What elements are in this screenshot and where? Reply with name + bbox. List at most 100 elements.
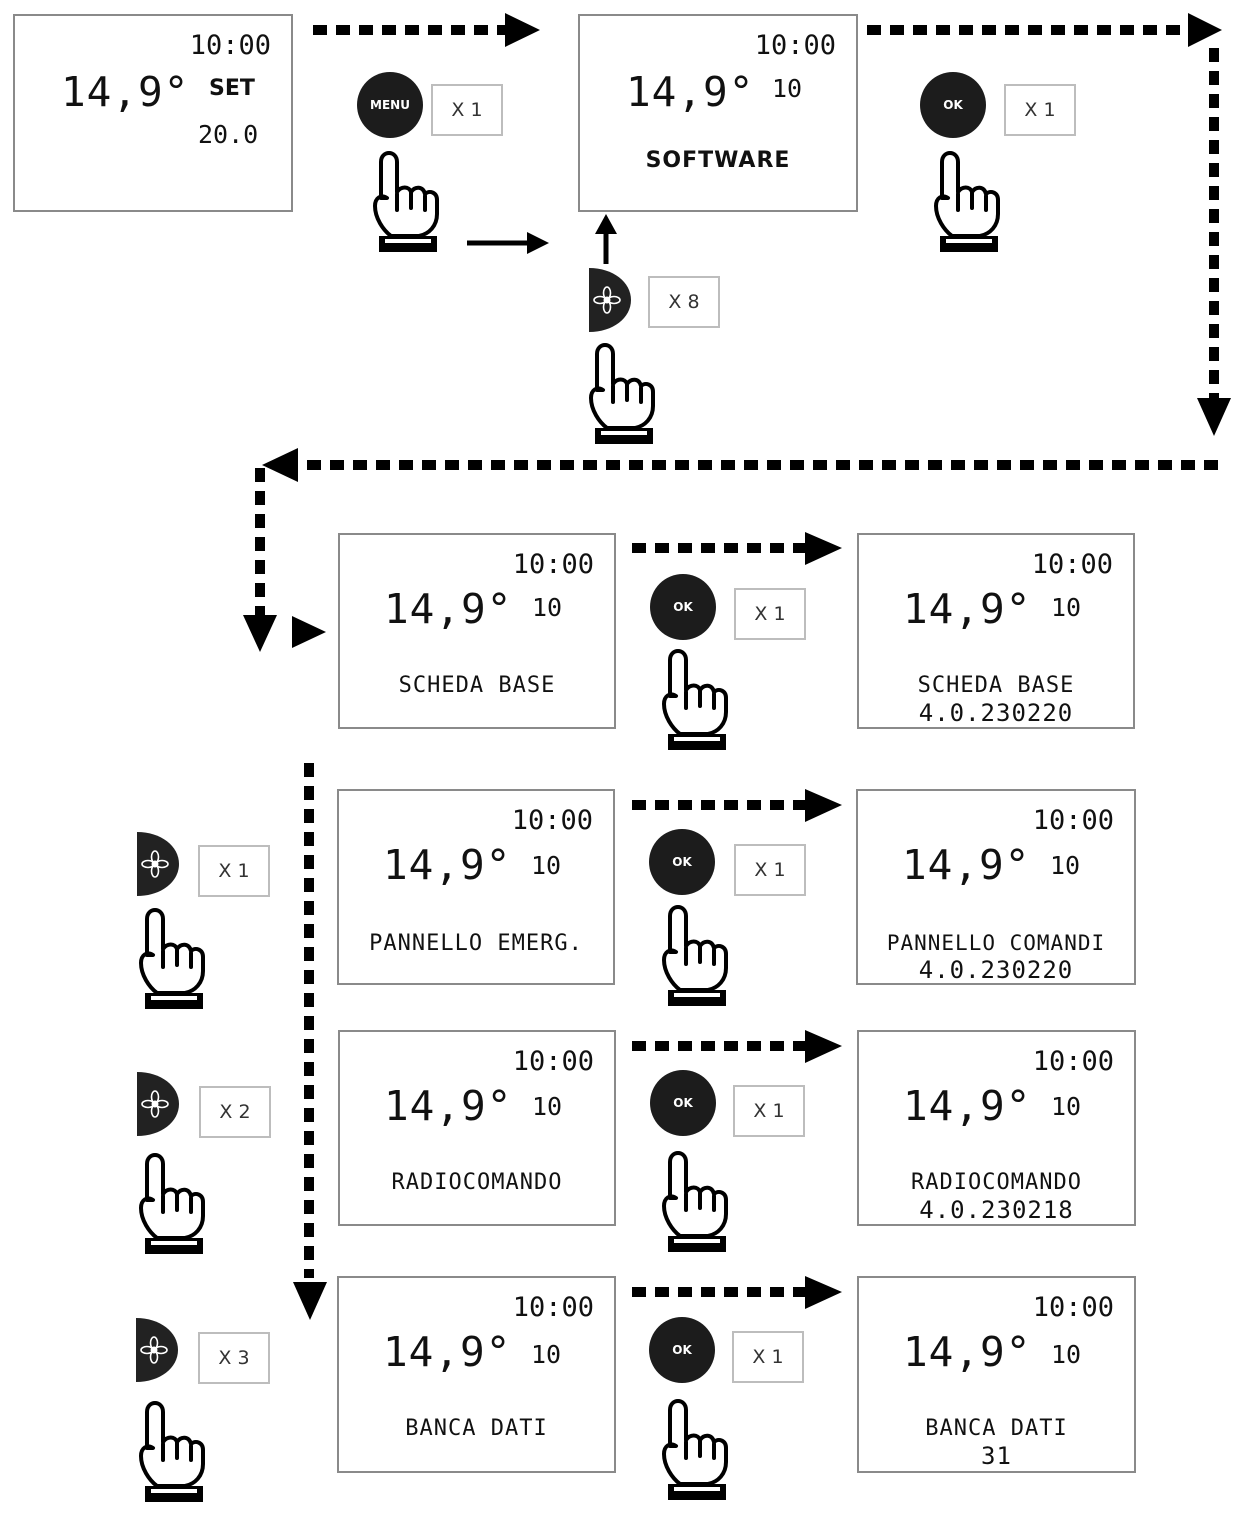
lcd-radiocomando-screen: 10:00 14,9° 10 RADIOCOMANDO — [338, 1030, 616, 1226]
lcd-time: 10:00 — [512, 1046, 594, 1077]
lcd-time: 10:00 — [512, 1292, 594, 1323]
lcd-time: 10:00 — [1032, 1046, 1114, 1077]
fan-button-shape — [137, 832, 179, 896]
pointing-hand-icon — [656, 1148, 732, 1256]
lcd-pannello-comandi-version-screen: 10:00 14,9° 10 PANNELLO COMANDI 4.0.2302… — [856, 789, 1136, 985]
lcd-level: 10 — [1051, 1340, 1082, 1369]
lcd-scheda-base-screen: 10:00 14,9° 10 SCHEDA BASE — [338, 533, 616, 729]
pointing-hand-shape — [373, 151, 439, 252]
press-count-fan: X 2 — [199, 1086, 271, 1138]
fan-icon[interactable] — [133, 830, 181, 898]
pointing-hand-shape — [589, 343, 655, 444]
lcd-menu-label: RADIOCOMANDO — [911, 1170, 1082, 1195]
lcd-set-label: SET — [209, 76, 255, 101]
lcd-version: 31 — [981, 1442, 1012, 1470]
press-count-ok: X 1 — [734, 588, 806, 640]
lcd-menu-label: SCHEDA BASE — [917, 673, 1075, 698]
press-count-ok: X 1 — [733, 1085, 805, 1137]
fan-icon[interactable] — [585, 266, 633, 334]
arrowhead-right-6 — [805, 1030, 842, 1063]
lcd-level: 10 — [532, 593, 563, 622]
lcd-banca-dati-version-screen: 10:00 14,9° 10 BANCA DATI 31 — [857, 1276, 1136, 1473]
lcd-temperature: 14,9° — [384, 1082, 513, 1130]
lcd-temperature: 14,9° — [383, 841, 512, 889]
arrowhead-down-3 — [293, 1282, 327, 1320]
lcd-time: 10:00 — [1032, 1292, 1114, 1323]
lcd-level: 10 — [532, 1092, 563, 1121]
lcd-version: 4.0.230220 — [918, 956, 1074, 984]
lcd-pannello-emerg-screen: 10:00 14,9° 10 PANNELLO EMERG. — [337, 789, 615, 985]
pointing-hand-shape — [662, 649, 728, 750]
lcd-level: 10 — [1051, 593, 1082, 622]
ok-button[interactable]: OK — [650, 574, 716, 640]
fan-icon[interactable] — [132, 1316, 180, 1384]
lcd-level: 10 — [1051, 1092, 1082, 1121]
pointing-hand-shape — [139, 1153, 205, 1254]
lcd-time: 10:00 — [512, 549, 594, 580]
lcd-setpoint: 20.0 — [198, 120, 259, 149]
lcd-level: 10 — [1050, 851, 1081, 880]
lcd-scheda-base-version-screen: 10:00 14,9° 10 SCHEDA BASE 4.0.230220 — [857, 533, 1135, 729]
lcd-menu-label: RADIOCOMANDO — [391, 1170, 563, 1195]
press-count-ok: X 1 — [732, 1331, 804, 1383]
fan-button-shape — [136, 1318, 178, 1382]
lcd-menu-label: PANNELLO COMANDI — [886, 931, 1106, 955]
lcd-menu-label: PANNELLO EMERG. — [369, 931, 583, 956]
lcd-banca-dati-screen: 10:00 14,9° 10 BANCA DATI — [337, 1276, 616, 1473]
lcd-temperature: 14,9° — [903, 1082, 1032, 1130]
menu-button[interactable]: MENU — [357, 72, 423, 138]
lcd-temperature: 14,9° — [626, 68, 755, 116]
lcd-time: 10:00 — [1032, 805, 1114, 836]
lcd-version: 4.0.230220 — [918, 699, 1074, 727]
lcd-time: 10:00 — [511, 805, 593, 836]
arrowhead-down-2 — [243, 615, 277, 652]
lcd-menu-label: SCHEDA BASE — [398, 673, 556, 698]
arrowhead-right-4 — [805, 532, 842, 565]
pointing-hand-shape — [662, 905, 728, 1006]
lcd-temperature: 14,9° — [903, 1328, 1032, 1376]
lcd-version: 4.0.230218 — [919, 1196, 1074, 1224]
lcd-time: 10:00 — [189, 30, 271, 61]
lcd-menu-label: SOFTWARE — [645, 148, 791, 173]
ok-button[interactable]: OK — [649, 829, 715, 895]
pointing-hand-icon — [656, 1396, 732, 1504]
lcd-level: 10 — [531, 1340, 562, 1369]
arrowhead-right-7 — [805, 1276, 842, 1309]
arrowhead-right-5 — [805, 789, 842, 822]
lcd-software-screen: 10:00 14,9° 10 SOFTWARE — [578, 14, 858, 212]
press-count-menu: X 1 — [431, 84, 503, 136]
arrowhead-down-1 — [1197, 398, 1231, 436]
lcd-radiocomando-version-screen: 10:00 14,9° 10 RADIOCOMANDO 4.0.230218 — [857, 1030, 1136, 1226]
fan-icon[interactable] — [133, 1070, 181, 1138]
lcd-temperature: 14,9° — [903, 585, 1032, 633]
pointing-hand-shape — [662, 1399, 728, 1500]
arrowhead-right-2 — [1188, 13, 1222, 47]
fan-button-shape — [589, 268, 631, 332]
press-count-fan: X 8 — [648, 276, 720, 328]
pointing-hand-icon — [928, 148, 1004, 256]
pointing-hand-icon — [656, 646, 732, 754]
pointing-hand-icon — [656, 902, 732, 1010]
lcd-level: 10 — [772, 74, 803, 103]
pointing-hand-icon — [133, 1150, 209, 1258]
lcd-time: 10:00 — [1031, 549, 1113, 580]
arrowhead-left-1 — [262, 448, 298, 482]
pointing-hand-shape — [934, 151, 1000, 252]
lcd-temperature: 14,9° — [61, 68, 190, 116]
ok-button[interactable]: OK — [650, 1070, 716, 1136]
ok-button[interactable]: OK — [920, 72, 986, 138]
press-count-ok: X 1 — [734, 844, 806, 896]
lcd-level: 10 — [531, 851, 562, 880]
arrowhead-right-1 — [505, 13, 540, 47]
pointing-hand-icon — [583, 340, 659, 448]
arrowhead-right-3 — [292, 616, 326, 648]
press-count-ok: X 1 — [1004, 84, 1076, 136]
pointing-hand-shape — [139, 1401, 205, 1502]
fan-button-shape — [137, 1072, 179, 1136]
pointing-hand-shape — [139, 908, 205, 1009]
lcd-temperature: 14,9° — [902, 841, 1031, 889]
pointing-hand-shape — [662, 1151, 728, 1252]
press-count-fan: X 3 — [198, 1332, 270, 1384]
ok-button[interactable]: OK — [649, 1317, 715, 1383]
